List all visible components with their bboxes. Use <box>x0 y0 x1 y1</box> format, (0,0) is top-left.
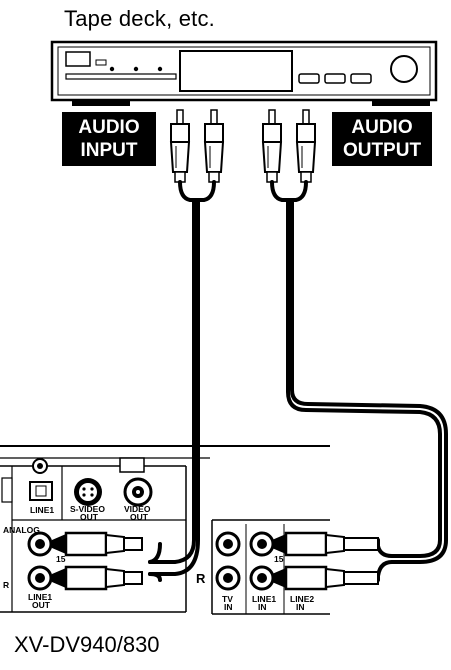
audio-input-line1: AUDIO <box>78 117 140 138</box>
audio-output-line1: AUDIO <box>351 117 413 138</box>
digital-jack-label: LINE1 <box>30 505 54 515</box>
svg-text:R: R <box>3 580 9 590</box>
line-out-label-1: LINE1 <box>28 592 52 602</box>
video-out-label-2: OUT <box>130 512 149 522</box>
tape-deck <box>50 40 438 106</box>
tv-in-label-1: TV <box>222 594 233 604</box>
audio-input-badge: AUDIO INPUT <box>62 112 156 166</box>
line1-in-label-1: LINE1 <box>252 594 276 604</box>
audio-cables <box>148 180 448 582</box>
player-rear-panel-left: ANALOG R 15 LINE1 S-VIDEO OUT VIDEO OUT … <box>0 445 330 613</box>
audio-input-line2: INPUT <box>80 140 138 161</box>
player-model-label: XV-DV940/830 <box>14 632 160 657</box>
svideo-label-1: S-VIDEO <box>70 504 105 514</box>
line1-in-label-2: IN <box>258 602 267 612</box>
svideo-label-2: OUT <box>80 512 99 522</box>
svg-text:15: 15 <box>56 554 66 564</box>
player-rear-panel-right: 15 R TV IN LINE1 IN LINE2 IN <box>196 519 379 615</box>
audio-output-badge: AUDIO OUTPUT <box>332 112 432 166</box>
tape-deck-label: Tape deck, etc. <box>64 6 215 31</box>
right-channel-label: R <box>196 571 206 586</box>
rca-plugs-top <box>169 109 317 183</box>
tv-in-label-2: IN <box>224 602 233 612</box>
audio-output-line2: OUTPUT <box>342 140 422 161</box>
svg-text:15: 15 <box>274 554 284 564</box>
svg-text:ANALOG: ANALOG <box>3 525 40 535</box>
line2-in-label-2: IN <box>296 602 305 612</box>
line2-in-label-1: LINE2 <box>290 594 314 604</box>
line-out-label-2: OUT <box>32 600 51 610</box>
video-out-label-1: VIDEO <box>124 504 151 514</box>
